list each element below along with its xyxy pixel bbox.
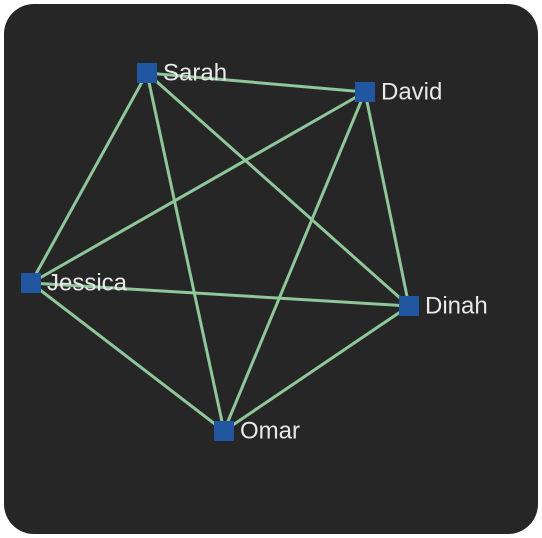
edge-sarah-dinah (145, 71, 411, 308)
edge-jessica-omar (29, 281, 226, 433)
node-label-dinah: Dinah (425, 292, 488, 319)
edge-david-dinah (363, 90, 411, 308)
node-dinah[interactable]: Dinah (399, 292, 488, 319)
node-label-jessica: Jessica (47, 269, 128, 296)
node-marker-omar[interactable] (214, 421, 234, 441)
node-sarah[interactable]: Sarah (137, 59, 227, 86)
edge-dinah-omar (222, 304, 411, 433)
edge-sarah-omar (145, 71, 226, 433)
node-marker-jessica[interactable] (21, 273, 41, 293)
node-label-omar: Omar (240, 417, 300, 444)
edge-sarah-jessica (29, 71, 149, 285)
edges-layer (29, 71, 411, 433)
node-label-sarah: Sarah (163, 59, 227, 86)
edge-david-jessica (29, 90, 367, 285)
node-marker-dinah[interactable] (399, 296, 419, 316)
edge-david-omar (222, 90, 367, 433)
node-marker-david[interactable] (355, 82, 375, 102)
graph-background (4, 4, 538, 534)
node-david[interactable]: David (355, 78, 442, 105)
node-label-david: David (381, 78, 442, 105)
edge-sarah-david (145, 71, 367, 94)
edge-jessica-dinah (29, 281, 411, 308)
node-marker-sarah[interactable] (137, 63, 157, 83)
node-jessica[interactable]: Jessica (21, 269, 128, 296)
node-omar[interactable]: Omar (214, 417, 300, 444)
